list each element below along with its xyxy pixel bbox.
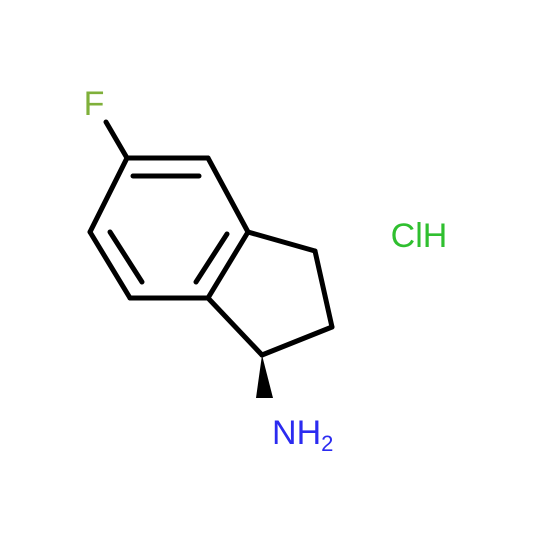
bond-c9-c4 — [205, 295, 265, 358]
bond-layer — [87, 119, 335, 358]
bond-c7-c8 — [312, 248, 335, 330]
fluorine-label: F — [84, 85, 105, 123]
bond-c6-c1 — [87, 155, 130, 235]
amine-n-label: N — [272, 414, 297, 452]
bond-c2-c3 — [205, 155, 251, 235]
bond-c8-c9 — [259, 324, 335, 358]
salt-label: ClH — [391, 217, 448, 255]
wedge-bond-c9-n — [256, 355, 273, 398]
bond-c3-c4 — [205, 229, 251, 301]
amine-h-subscript: 2 — [321, 431, 333, 456]
bond-c5-c6 — [87, 229, 133, 301]
double-bond-inner-right — [193, 231, 230, 285]
amine-h-label: H — [297, 414, 322, 452]
bond-c3-c7 — [245, 229, 318, 254]
amine-label: NH2 — [272, 414, 333, 456]
double-bond-inner-left — [107, 229, 145, 285]
bond-c1-f — [103, 119, 130, 161]
